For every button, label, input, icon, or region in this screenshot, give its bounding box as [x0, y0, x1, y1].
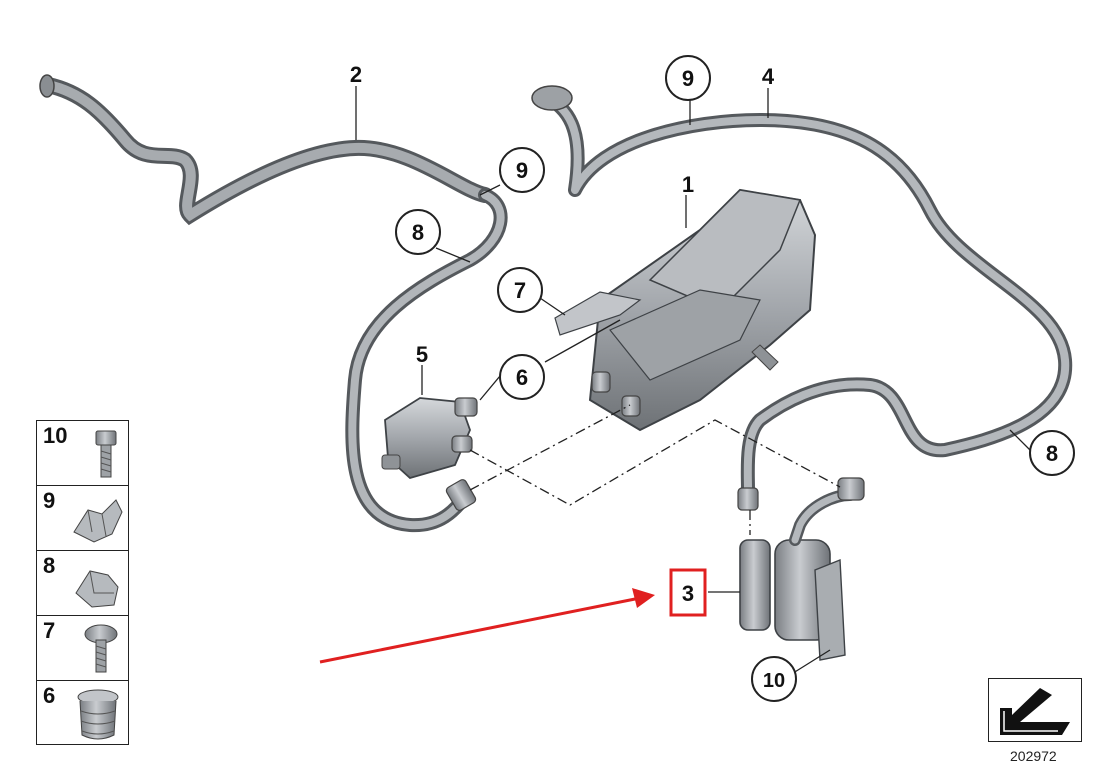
- callout-8a-label: 8: [412, 220, 424, 245]
- connection-lines: [469, 404, 841, 535]
- orientation-arrow-icon: [1000, 688, 1070, 735]
- bolt-icon: [95, 430, 117, 478]
- grommet-icon: [77, 689, 119, 740]
- callout-5: 5: [416, 342, 428, 367]
- legend-item-9: 9: [37, 486, 128, 551]
- diagram-number: 202972: [1010, 748, 1057, 764]
- hose-8-left: [345, 188, 508, 533]
- callout-3-label: 3: [682, 581, 694, 606]
- small-parts-legend: 10 9 8 7 6: [36, 420, 129, 745]
- callout-1-label: 1: [682, 172, 694, 197]
- legend-item-10: 10: [37, 421, 128, 486]
- dust-filter: [737, 477, 865, 661]
- callout-3-highlighted: 3: [669, 568, 707, 617]
- carbon-canister: [554, 188, 817, 432]
- callout-10: 10: [751, 656, 797, 702]
- callout-6-label: 6: [516, 365, 528, 390]
- callout-9b: 9: [499, 147, 545, 193]
- callout-2: 2: [350, 62, 362, 87]
- torx-screw-icon: [84, 624, 118, 673]
- callout-5-label: 5: [416, 342, 428, 367]
- callout-9a-label: 9: [682, 66, 694, 91]
- legend-item-10-label: 10: [43, 423, 68, 448]
- double-clip-icon: [73, 499, 123, 543]
- purge-valve: [381, 397, 478, 480]
- callout-6: 6: [499, 354, 545, 400]
- callout-10-label: 10: [763, 670, 785, 692]
- highlight-arrow: [319, 588, 655, 664]
- callout-2-label: 2: [350, 62, 362, 87]
- legend-item-8-label: 8: [43, 553, 56, 578]
- legend-item-7: 7: [37, 616, 128, 681]
- leader-lines: [355, 86, 1031, 676]
- legend-item-6-label: 6: [43, 683, 56, 708]
- callout-9b-label: 9: [516, 158, 528, 183]
- callout-4: 4: [762, 64, 775, 89]
- legend-item-9-label: 9: [43, 488, 56, 513]
- hose-2: [39, 74, 493, 226]
- legend-item-8: 8: [37, 551, 128, 616]
- callout-4-label: 4: [762, 64, 775, 89]
- single-clip-icon: [75, 570, 119, 608]
- callout-8a: 8: [395, 209, 441, 255]
- hose-4: [531, 85, 1073, 497]
- callout-9a: 9: [665, 55, 711, 101]
- orientation-reference-box: [988, 678, 1082, 742]
- callout-7: 7: [497, 267, 543, 313]
- callout-8b: 8: [1029, 430, 1075, 476]
- legend-item-7-label: 7: [43, 618, 56, 643]
- callout-8b-label: 8: [1046, 441, 1058, 466]
- legend-item-6: 6: [37, 681, 128, 745]
- callout-1: 1: [682, 172, 694, 197]
- callout-7-label: 7: [514, 278, 526, 303]
